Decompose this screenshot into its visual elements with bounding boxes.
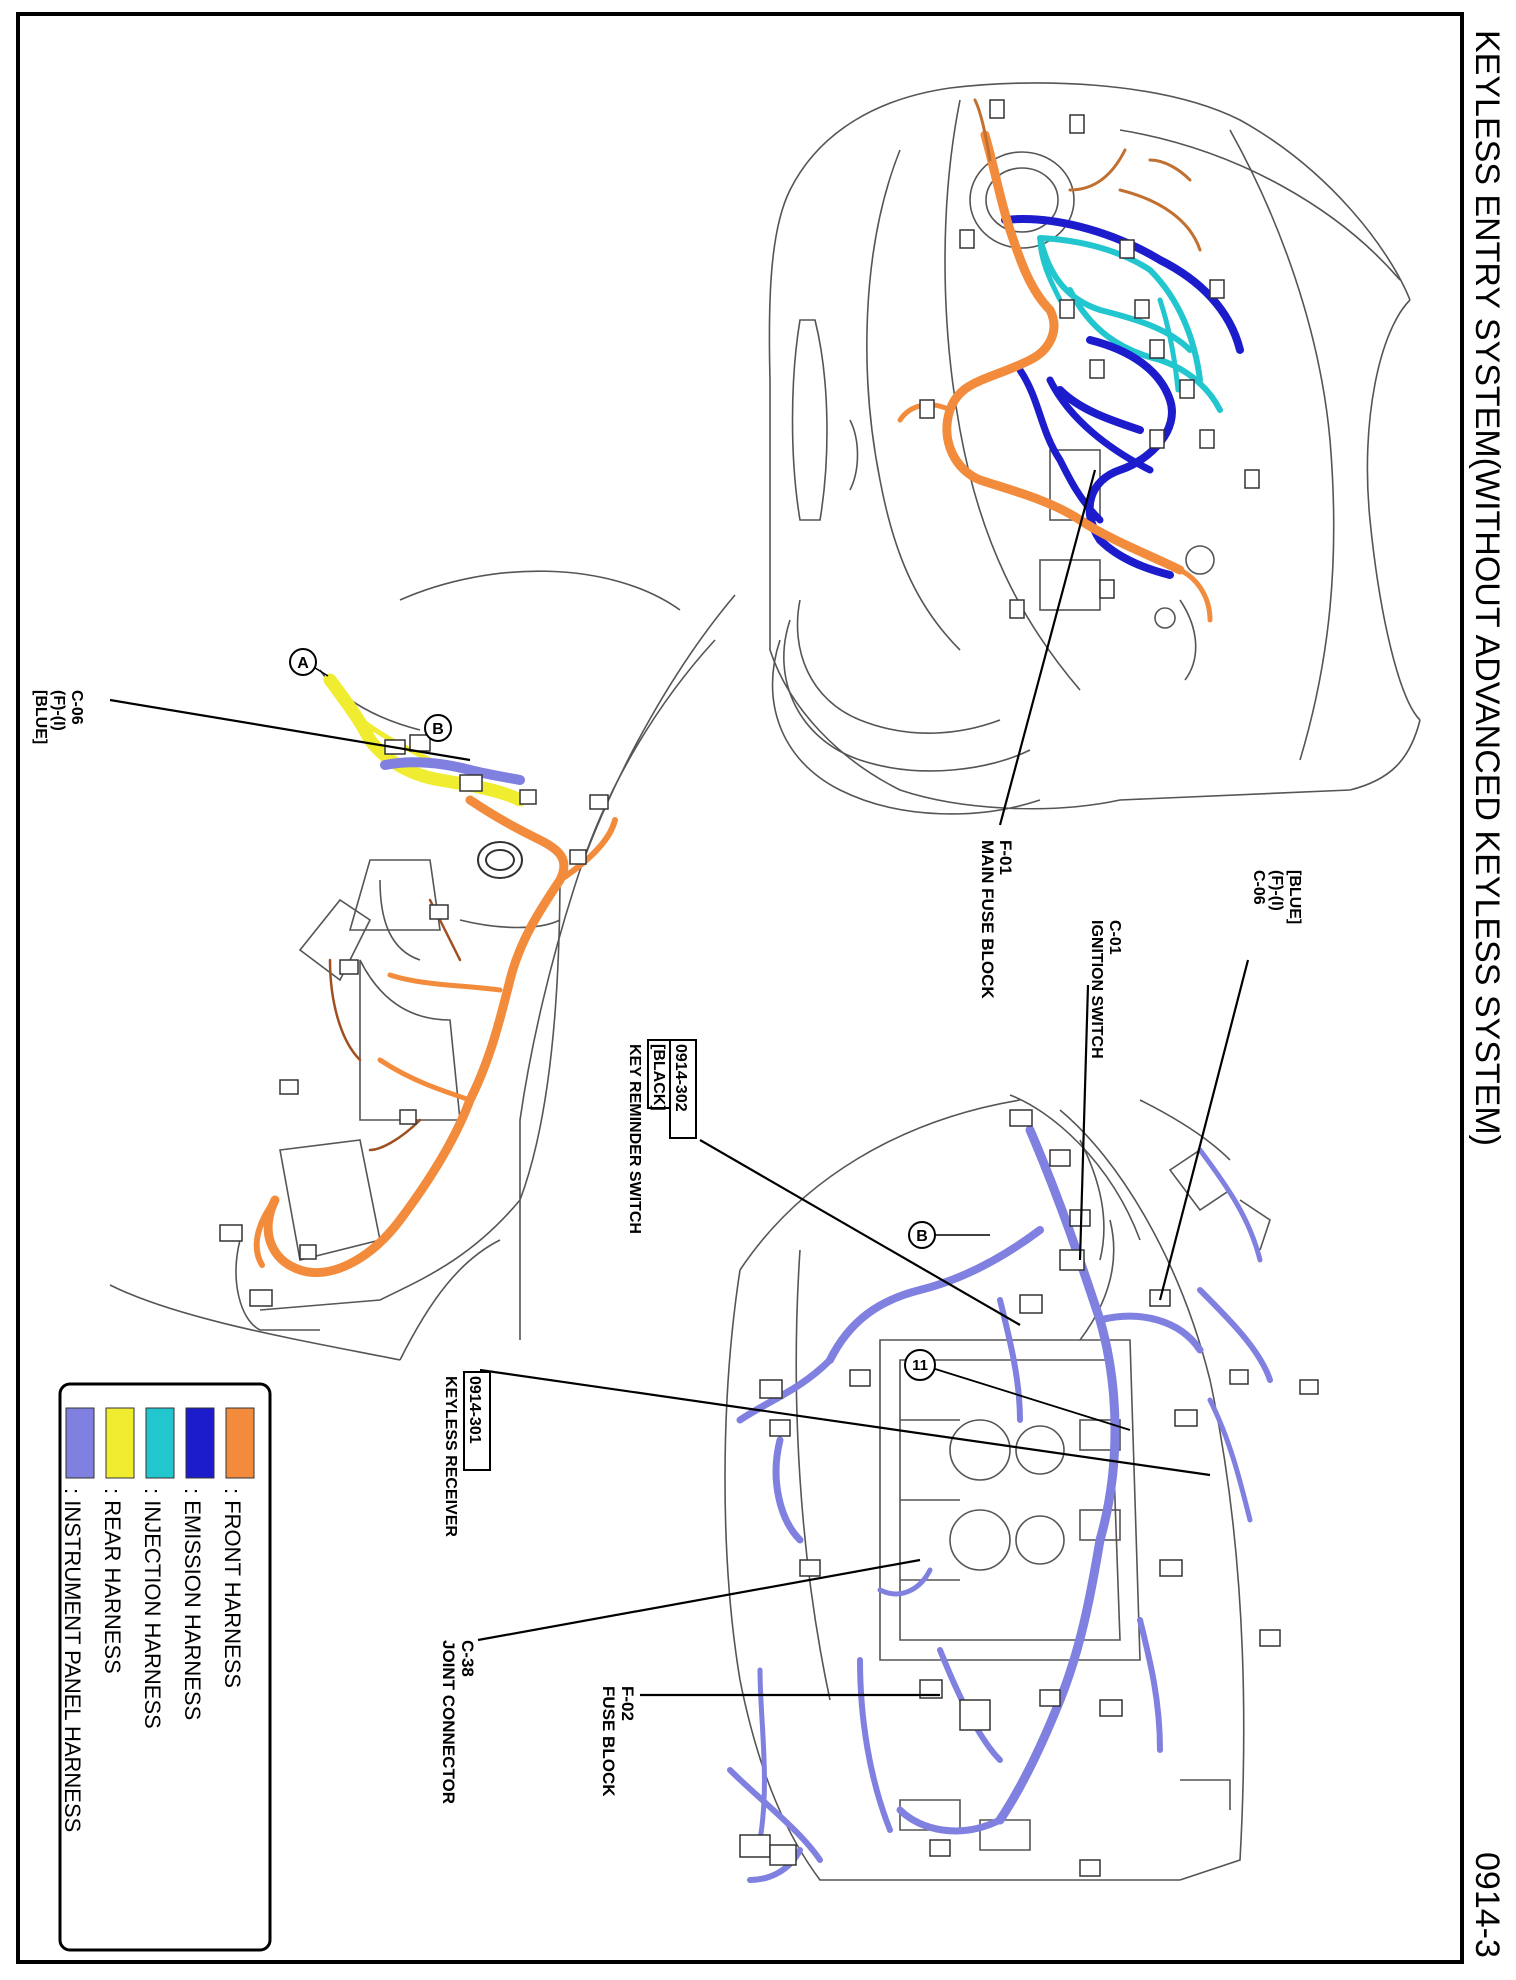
svg-text:: FRONT HARNESS: : FRONT HARNESS: [220, 1488, 245, 1688]
legend-swatch-instrument-panel: [65, 1407, 95, 1479]
engine-bay-connectors: [919, 99, 1260, 619]
svg-text:[BLUE]: [BLUE]: [32, 690, 49, 744]
c38-leader: [477, 1558, 921, 1642]
svg-text:: INSTRUMENT PANEL HARNESS: : INSTRUMENT PANEL HARNESS: [60, 1488, 85, 1832]
legend-item-emission-harness: : EMISSION HARNESS: [180, 1407, 215, 1720]
legend-item-rear-harness: : REAR HARNESS: [100, 1407, 135, 1674]
svg-text:: EMISSION HARNESS: : EMISSION HARNESS: [180, 1488, 205, 1720]
legend-swatch-front: [225, 1407, 255, 1479]
page-number: 0914-3: [1468, 1852, 1506, 1958]
svg-text:A: A: [297, 655, 309, 672]
svg-text:0914-301: 0914-301: [466, 1376, 483, 1444]
svg-text:C-06: C-06: [1250, 870, 1267, 905]
svg-text:11: 11: [912, 1357, 928, 1374]
c01-label: C-01 IGNITION SWITCH: [1088, 920, 1123, 1059]
f01-label: F-01 MAIN FUSE BLOCK: [978, 840, 1015, 999]
legend-swatch-emission: [185, 1407, 215, 1479]
svg-text:0914-302: 0914-302: [672, 1044, 689, 1112]
svg-text:F-02: F-02: [618, 1686, 637, 1721]
callout-b-right: B: [908, 1221, 990, 1249]
engine-bay-harnesses: [897, 98, 1244, 623]
svg-text:F-01: F-01: [996, 840, 1015, 875]
svg-text:(F)-(I): (F)-(I): [50, 690, 67, 731]
c01-leader: [1078, 984, 1090, 1261]
svg-text:[BLUE]: [BLUE]: [1286, 870, 1303, 924]
svg-text:: REAR HARNESS: : REAR HARNESS: [100, 1488, 125, 1674]
k302-leader: [699, 1139, 1021, 1326]
svg-text:MAIN FUSE BLOCK: MAIN FUSE BLOCK: [978, 840, 997, 999]
svg-text:: INJECTION HARNESS: : INJECTION HARNESS: [140, 1488, 165, 1729]
svg-text:C-38: C-38: [458, 1640, 477, 1677]
legend-swatch-injection: [145, 1407, 175, 1479]
page-title: KEYLESS ENTRY SYSTEM(WITHOUT ADVANCED KE…: [1468, 30, 1506, 1146]
k302-label: 0914-302 [BLACK] KEY REMINDER SWITCH: [626, 1039, 697, 1234]
svg-text:IGNITION SWITCH: IGNITION SWITCH: [1088, 920, 1105, 1059]
svg-text:B: B: [916, 1228, 928, 1245]
c06-top-label: [BLUE] (F)-(I) C-06: [1250, 870, 1303, 924]
k301-label: 0914-301 KEYLESS RECEIVER: [442, 1371, 491, 1537]
engine-bay-drawing: [768, 82, 1421, 815]
c06-top-leader: [1158, 959, 1250, 1301]
c06-left-label: C-06 (F)-(I) [BLUE]: [32, 690, 85, 744]
legend-item-front-harness: : FRONT HARNESS: [220, 1407, 255, 1688]
svg-text:JOINT CONNECTOR: JOINT CONNECTOR: [439, 1640, 458, 1804]
svg-text:C-01: C-01: [1106, 920, 1123, 955]
k301-leader: [479, 1368, 1211, 1477]
callout-b-left: B: [424, 714, 452, 742]
c38-label: C-38 JOINT CONNECTOR: [439, 1640, 477, 1804]
legend-swatch-rear: [105, 1407, 135, 1479]
legend: : FRONT HARNESS : EMISSION HARNESS : INJ…: [58, 1382, 272, 1952]
f02-label: F-02 FUSE BLOCK: [599, 1686, 637, 1797]
svg-text:FUSE BLOCK: FUSE BLOCK: [599, 1686, 618, 1797]
svg-text:B: B: [432, 721, 444, 738]
cabin-harnesses: [253, 673, 618, 1278]
f01-leader: [998, 469, 1097, 826]
page-frame: [16, 12, 1464, 1964]
cabin-connectors: [219, 734, 609, 1307]
callout-11: 11: [904, 1349, 1131, 1431]
svg-text:[BLACK]: [BLACK]: [650, 1044, 667, 1111]
svg-text:KEY REMINDER SWITCH: KEY REMINDER SWITCH: [626, 1044, 643, 1234]
cabin-drawing: [109, 570, 736, 1361]
legend-item-instrument-panel-harness: : INSTRUMENT PANEL HARNESS: [60, 1407, 95, 1832]
svg-text:C-06: C-06: [68, 690, 85, 725]
instrument-panel-connectors: [739, 1109, 1319, 1877]
svg-text:(F)-(I): (F)-(I): [1268, 870, 1285, 911]
svg-text:KEYLESS RECEIVER: KEYLESS RECEIVER: [442, 1376, 459, 1537]
c06-left-leader: [109, 698, 471, 762]
legend-item-injection-harness: : INJECTION HARNESS: [140, 1407, 175, 1729]
instrument-panel-harness: [727, 1125, 1273, 1883]
callout-a: A: [289, 648, 329, 677]
instrument-panel-drawing: [724, 1094, 1271, 1881]
